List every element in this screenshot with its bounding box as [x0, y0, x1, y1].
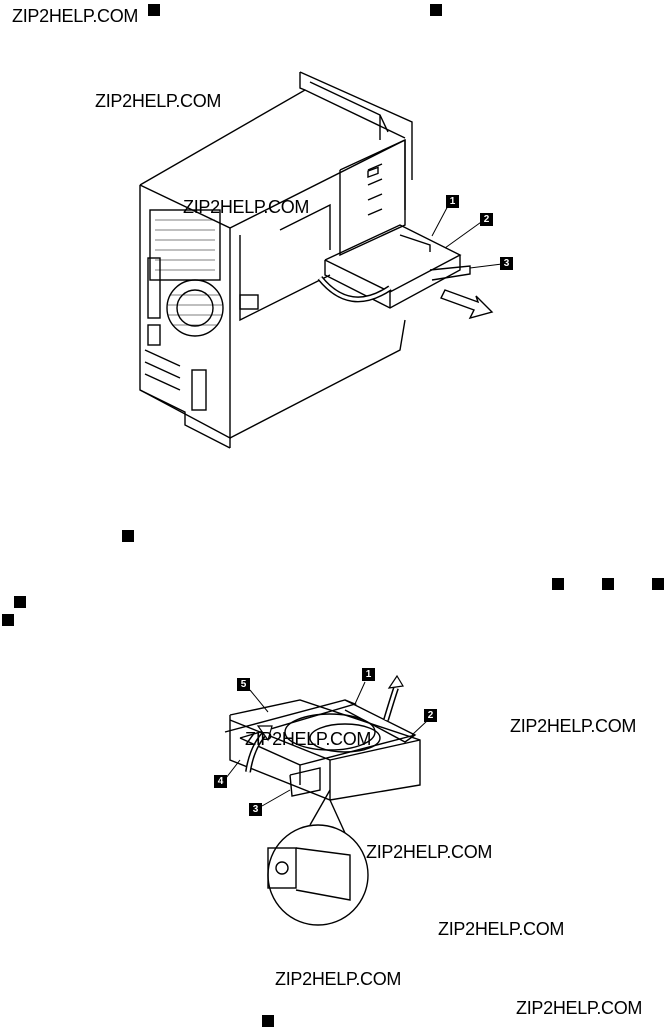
callout-marker — [122, 530, 134, 542]
callout-marker — [262, 1015, 274, 1027]
figure2-callout-1: 1 — [362, 668, 375, 681]
figure2-callout-3: 3 — [249, 803, 262, 816]
watermark-text: ZIP2HELP.COM — [95, 91, 222, 111]
watermark-text: ZIP2HELP.COM — [366, 842, 493, 862]
watermark-text: ZIP2HELP.COM — [183, 197, 310, 217]
watermark-text: ZIP2HELP.COM — [510, 716, 637, 736]
callout-marker — [148, 4, 160, 16]
figure1-callout-3: 3 — [500, 257, 513, 270]
watermark-text: ZIP2HELP.COM — [275, 969, 402, 989]
watermark-text: ZIP2HELP.COM — [516, 998, 643, 1018]
drive-bracket-illustration — [224, 674, 429, 926]
figure2-callout-2: 2 — [424, 709, 437, 722]
callout-marker — [602, 578, 614, 590]
chassis-illustration — [139, 71, 503, 449]
watermark-text: ZIP2HELP.COM — [438, 919, 565, 939]
figure2-callout-4: 4 — [214, 775, 227, 788]
watermark-text: ZIP2HELP.COM — [12, 6, 139, 26]
figure2-callout-5: 5 — [237, 678, 250, 691]
figure1-callout-2: 2 — [480, 213, 493, 226]
figure1-callout-1: 1 — [446, 195, 459, 208]
watermark-text: ZIP2HELP.COM — [245, 729, 372, 749]
callout-marker — [14, 596, 26, 608]
callout-marker — [552, 578, 564, 590]
callout-marker — [652, 578, 664, 590]
callout-marker — [430, 4, 442, 16]
callout-marker — [2, 614, 14, 626]
